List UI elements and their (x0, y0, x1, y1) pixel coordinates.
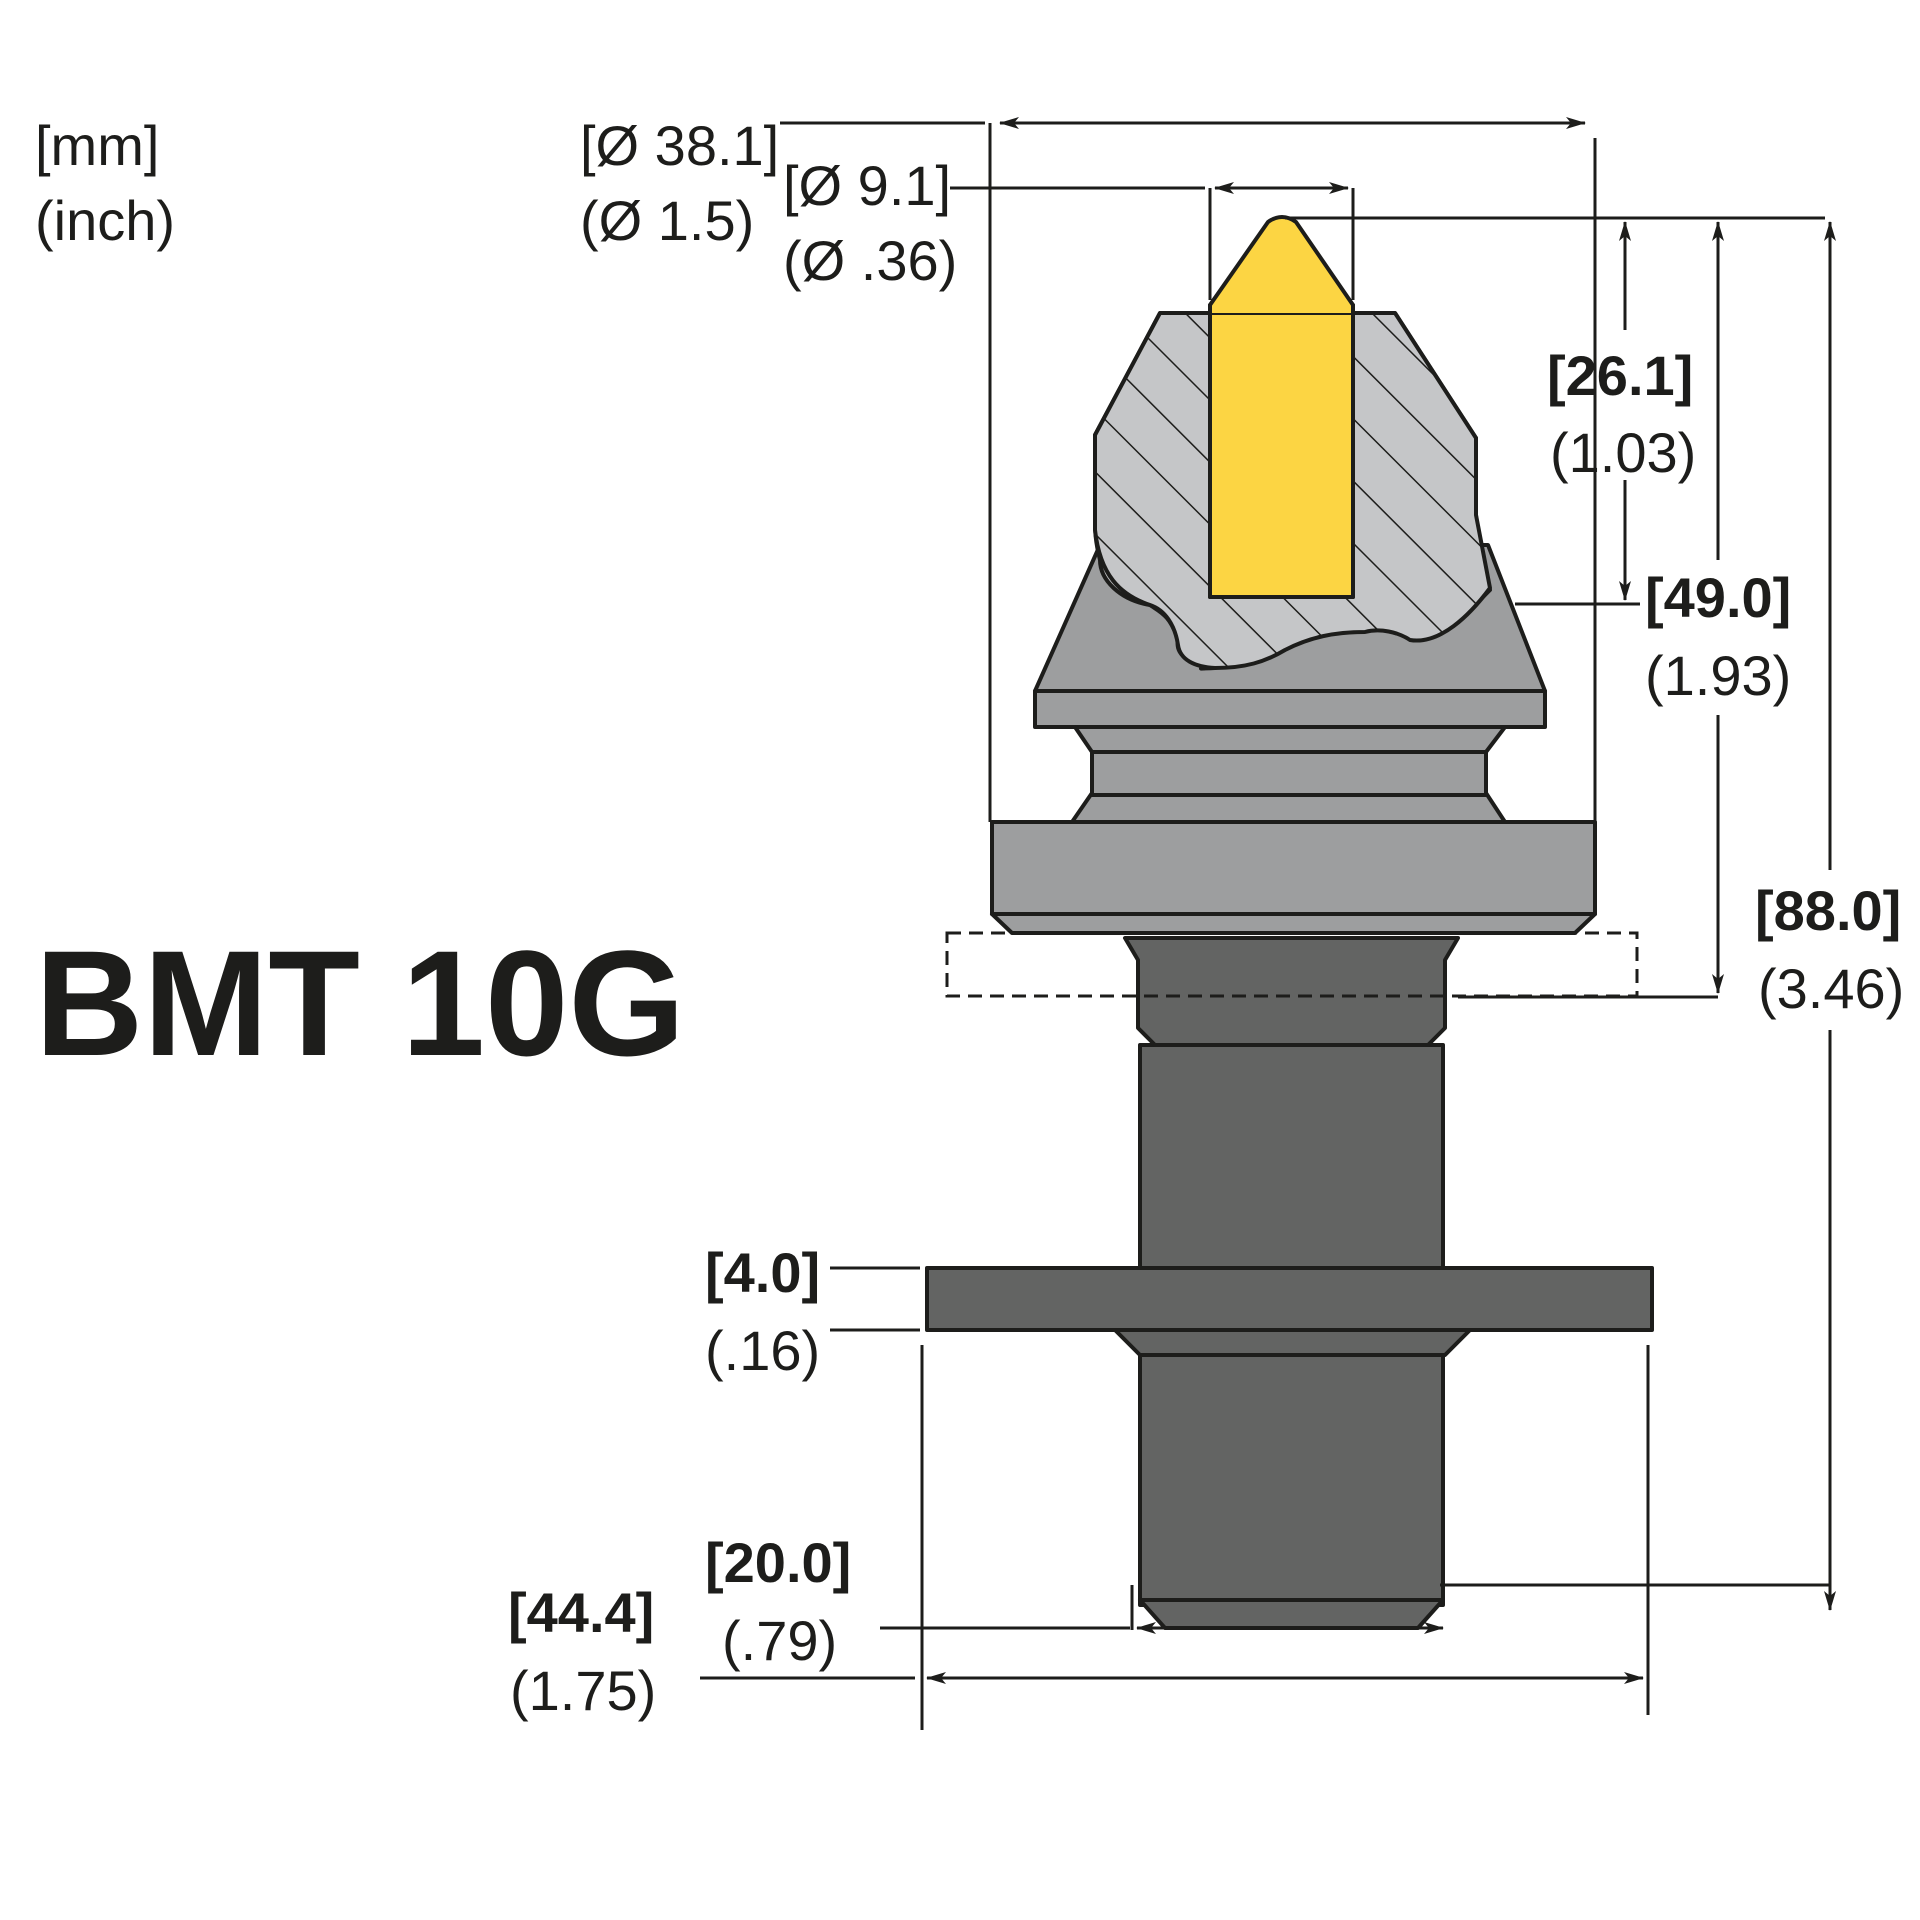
outer-diameter-inch: (Ø 1.5) (580, 189, 754, 252)
outer-diameter-mm: [Ø 38.1] (580, 114, 779, 177)
carbide-tip-point (1208, 215, 1355, 313)
shank-bottom-chamfer (1138, 1598, 1445, 1630)
washer-diameter-mm: [44.4] (508, 1581, 654, 1644)
washer-thickness-mm: [4.0] (705, 1241, 820, 1304)
washer-collar (1113, 1328, 1472, 1357)
shank-diameter-mm: [20.0] (705, 1531, 851, 1594)
product-title: BMT 10G (35, 919, 685, 1087)
head-collar (1033, 689, 1547, 729)
washer-diameter-inch: (1.75) (510, 1659, 656, 1722)
total-length-inch: (3.46) (1758, 957, 1904, 1020)
neck-lower (1070, 791, 1507, 824)
tip-diameter-mm: [Ø 9.1] (783, 154, 951, 217)
units-mm: [mm] (35, 114, 159, 177)
tip-height-mm: [26.1] (1547, 344, 1693, 407)
flange (990, 820, 1597, 916)
washer (925, 1266, 1654, 1332)
holder-outline (945, 931, 1639, 998)
head-height-mm: [49.0] (1645, 566, 1791, 629)
neck (1090, 750, 1488, 797)
head-height-inch: (1.93) (1645, 644, 1791, 707)
groove-section (1123, 936, 1460, 1047)
dimension-lines (700, 117, 1836, 1730)
labels: [mm] (inch) BMT 10G [Ø 38.1] (Ø 1.5) [Ø … (35, 114, 1904, 1722)
units-inch: (inch) (35, 189, 175, 252)
washer-thickness-inch: (.16) (705, 1319, 820, 1382)
carbide-tip-body (1208, 311, 1355, 599)
bit-drawing (925, 215, 1654, 1630)
neck-upper (1073, 725, 1507, 754)
flange-chamfer (990, 912, 1597, 935)
shank-diameter-inch: (.79) (722, 1609, 837, 1672)
tip-height-inch: (1.03) (1550, 421, 1696, 484)
total-length-mm: [88.0] (1755, 879, 1901, 942)
tip-diameter-inch: (Ø .36) (783, 229, 957, 292)
